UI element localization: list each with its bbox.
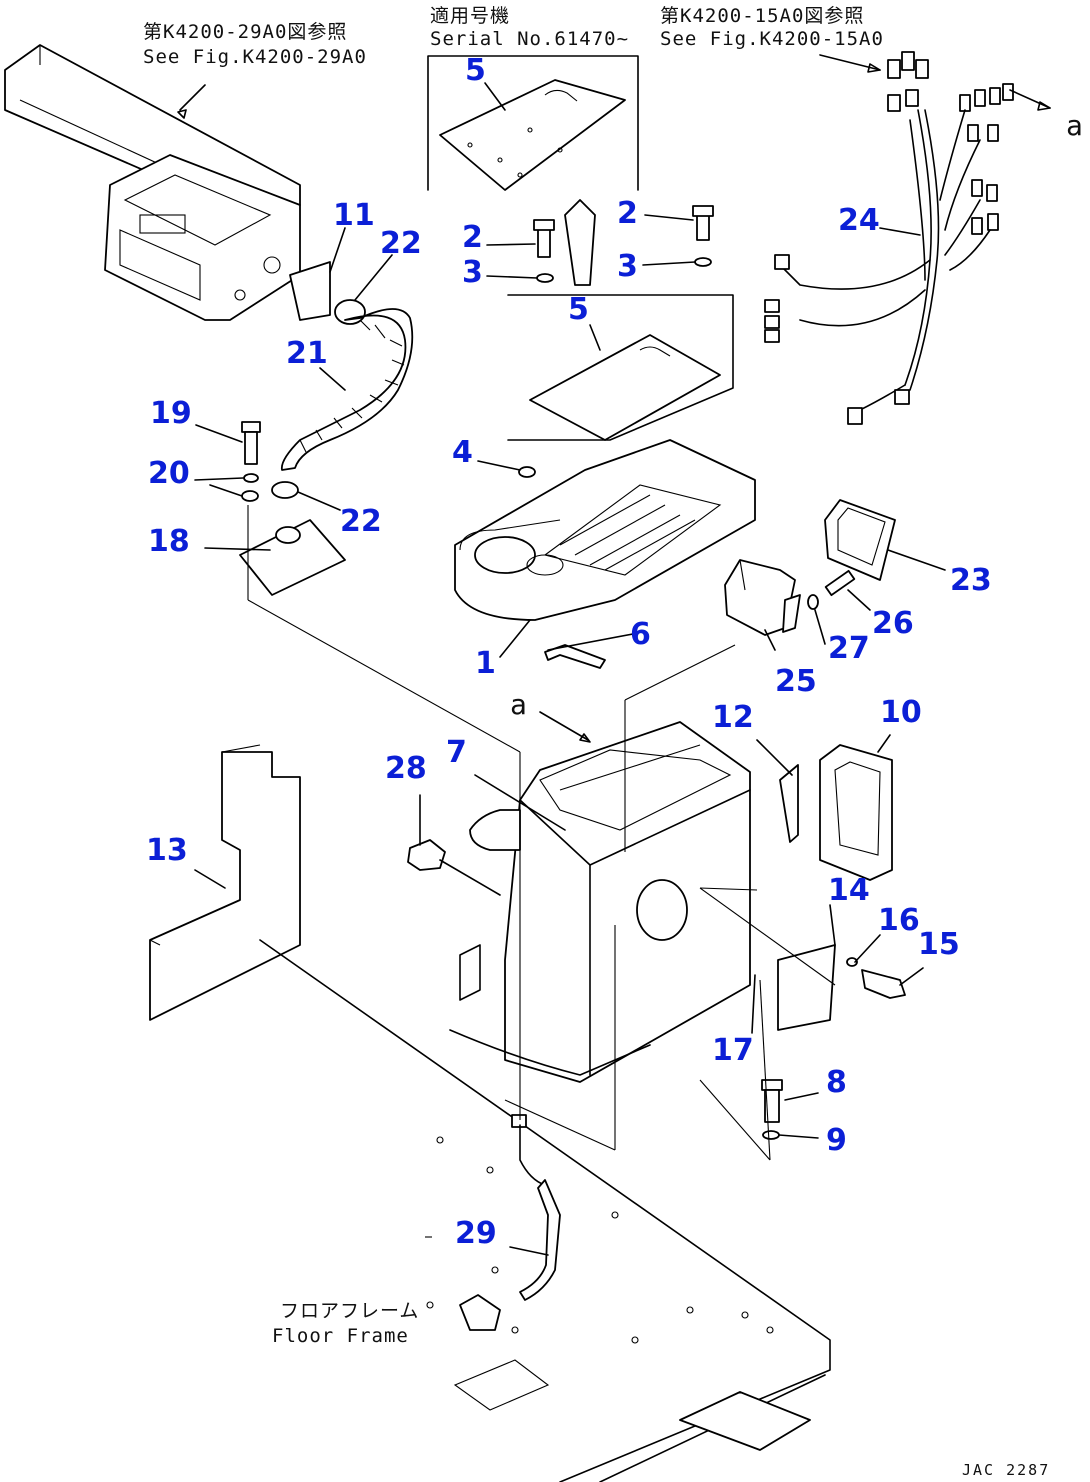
callout-22-upper: 22: [380, 226, 422, 261]
callout-6: 6: [630, 617, 651, 652]
callout-16: 16: [878, 903, 920, 938]
callout-20: 20: [148, 456, 190, 491]
serial-en: Serial No.61470~: [430, 28, 629, 50]
bolt-part-19: [241, 421, 261, 502]
stay-part-6: [544, 644, 606, 669]
floor-frame-jp: フロアフレーム: [280, 1300, 419, 1322]
upper-left-console: [4, 44, 301, 321]
connector-a-center-label: a: [510, 688, 528, 721]
bolts-and-washers: [533, 199, 714, 286]
serial-bracket: [427, 55, 639, 191]
callout-17: 17: [712, 1033, 754, 1068]
wiring-harness: [764, 51, 1051, 425]
callout-12: 12: [712, 700, 754, 735]
callout-21: 21: [286, 336, 328, 371]
frame-part-10: [819, 744, 893, 881]
callout-3-right: 3: [617, 249, 638, 284]
bolt-part-8: [761, 1079, 783, 1140]
console-cover: [454, 439, 756, 621]
callout-26: 26: [872, 606, 914, 641]
callout-25: 25: [775, 664, 817, 699]
callout-5-lower: 5: [568, 292, 589, 327]
floor-frame: [259, 939, 831, 1482]
cushion-part-13: [149, 744, 301, 1021]
ref-upper-right-jp: 第K4200-15A0図参照: [660, 5, 864, 27]
callout-29: 29: [455, 1216, 497, 1251]
ref-upper-left-en: See Fig.K4200-29A0: [143, 46, 367, 68]
plate-part-14: [777, 944, 836, 1031]
controller-part-25: [724, 559, 856, 636]
part-5-upper-plate: [439, 79, 626, 191]
callout-2-right: 2: [617, 196, 638, 231]
floor-frame-en: Floor Frame: [272, 1325, 409, 1347]
reference-notes: 第K4200-29A0図参照 See Fig.K4200-29A0 適用号機 S…: [143, 5, 1084, 1479]
connector-a-right: a: [1066, 109, 1084, 142]
callout-27: 27: [828, 631, 870, 666]
callout-7: 7: [446, 735, 467, 770]
figure-code: JAC 2287: [962, 1461, 1050, 1479]
bolt-part-15: [846, 957, 906, 999]
seal-part-12: [779, 764, 799, 843]
gasket-part-23: [824, 499, 896, 581]
part-5-lower-plate: [507, 294, 734, 441]
leader-lines: [194, 54, 946, 1256]
main-frame-part-7: [449, 721, 751, 1151]
callout-2-left: 2: [462, 220, 483, 255]
clamp-part-22-lower: [271, 481, 299, 499]
callout-3-left: 3: [462, 255, 483, 290]
ref-upper-right-en: See Fig.K4200-15A0: [660, 28, 884, 50]
serial-jp: 適用号機: [430, 5, 510, 27]
plate-part-18: [239, 519, 346, 596]
callout-15: 15: [918, 927, 960, 962]
ref-upper-left-jp: 第K4200-29A0図参照: [143, 21, 347, 43]
cable-part-29: [459, 1114, 561, 1331]
callout-18: 18: [148, 524, 190, 559]
callout-10: 10: [880, 695, 922, 730]
callout-28: 28: [385, 751, 427, 786]
callout-11: 11: [333, 198, 375, 233]
callout-5-upper: 5: [465, 53, 486, 88]
callout-13: 13: [146, 833, 188, 868]
callout-22-lower: 22: [340, 504, 382, 539]
callout-numbers: 1 2 2 3 3 4 5 5 6 7 8 9 10 11 12 13 14 1…: [146, 53, 992, 1251]
callout-24: 24: [838, 203, 880, 238]
callout-14: 14: [828, 873, 870, 908]
switch-part-28: [407, 839, 501, 896]
callout-4: 4: [452, 435, 473, 470]
callout-8: 8: [826, 1065, 847, 1100]
duct-hose-part-21: [280, 261, 414, 471]
callout-23: 23: [950, 563, 992, 598]
callout-9: 9: [826, 1123, 847, 1158]
connector-a-center: [539, 711, 591, 743]
callout-19: 19: [150, 396, 192, 431]
callout-1: 1: [475, 646, 496, 681]
